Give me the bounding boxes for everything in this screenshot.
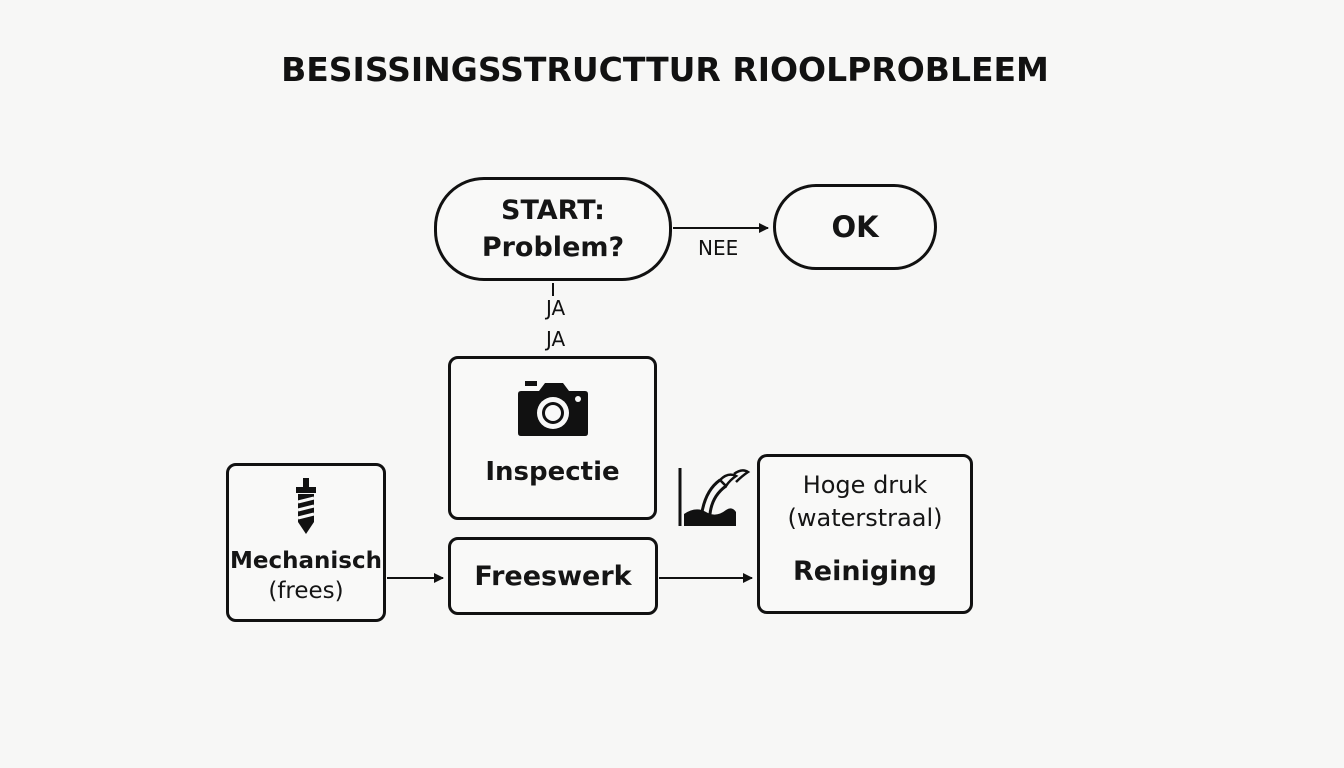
edge-label-ja-1: JA [546, 296, 566, 320]
node-mechanisch-line2: (frees) [268, 578, 344, 604]
node-reiniging-label: Reiniging [793, 556, 937, 587]
edge-label-ja-2: JA [546, 327, 566, 351]
node-inspectie: Inspectie [448, 356, 657, 520]
camera-icon [517, 377, 589, 439]
node-mechanisch-line1: Mechanisch [230, 548, 382, 574]
edge-label-nee: NEE [698, 236, 739, 260]
node-freeswerk-label: Freeswerk [474, 560, 632, 592]
node-inspectie-label: Inspectie [485, 457, 620, 487]
node-ok: OK [773, 184, 937, 270]
water-jet-icon [676, 462, 752, 532]
node-start: START: Problem? [434, 177, 672, 281]
diagram-title: BESISSINGSSTRUCTTUR RIOOLPROBLEEM [281, 50, 1049, 89]
node-reiniging-line1: Hoge druk [802, 471, 928, 499]
drill-bit-icon [291, 478, 321, 538]
node-freeswerk: Freeswerk [448, 537, 658, 615]
node-ok-label: OK [831, 210, 879, 244]
node-reiniging-line2: (waterstraal) [787, 504, 943, 532]
node-start-line1: START: [501, 195, 605, 226]
node-reiniging: Hoge druk (waterstraal) Reiniging [757, 454, 973, 614]
node-start-line2: Problem? [481, 232, 625, 263]
node-mechanisch: Mechanisch (frees) [226, 463, 386, 622]
